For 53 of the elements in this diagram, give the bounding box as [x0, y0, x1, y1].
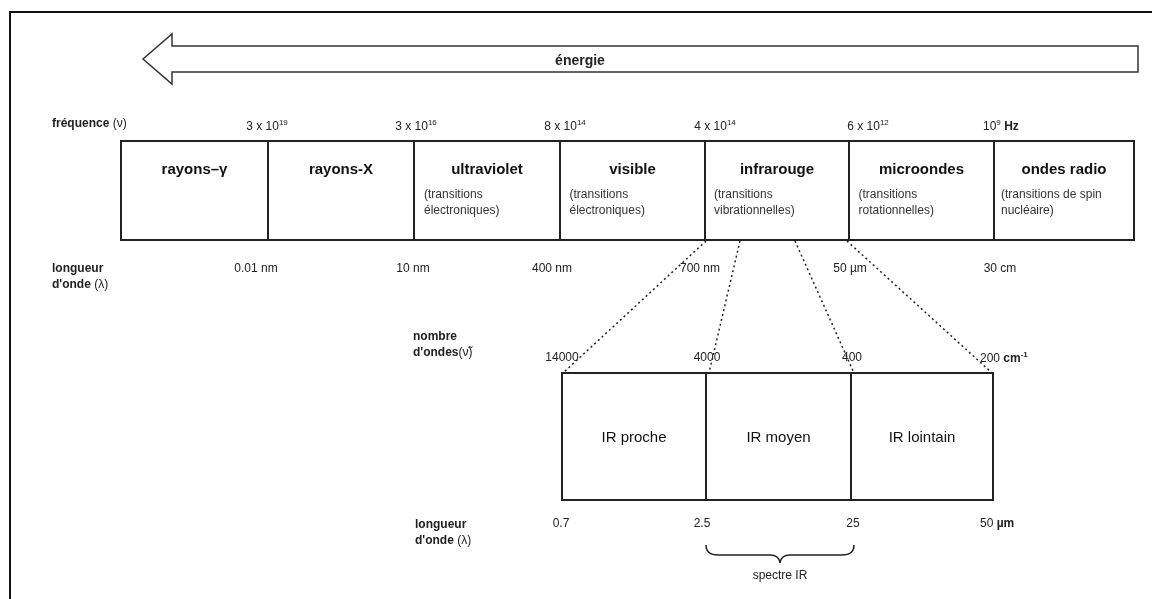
tick-value: 10$^{9}$ Hz [983, 118, 1019, 133]
tick-value: 30 cm [983, 261, 1017, 275]
tick-value: 14000 [545, 350, 579, 364]
spectrum-band-box [993, 140, 1135, 241]
tick-value: 10 nm [396, 261, 430, 275]
bracket-label: spectre IR [752, 568, 808, 582]
spectrum-band-box [704, 140, 850, 241]
tick-value: 400 nm [532, 261, 572, 275]
tick-value: 6 x 10$^{12}$ [847, 118, 889, 133]
zoom-line [794, 240, 855, 374]
ir-region-box [705, 372, 852, 501]
tick-value: 4000 [693, 350, 721, 364]
band-note: (transitions électroniques) [424, 186, 501, 218]
axis-label: longueur d'onde (λ) [52, 260, 110, 292]
tick-value: 2.5 [693, 516, 711, 530]
band-name: infrarouge [739, 160, 815, 177]
tick-value: 0.7 [552, 516, 570, 530]
zoom-line [562, 240, 707, 374]
tick-value: 0.01 nm [234, 261, 278, 275]
band-name: ondes radio [1021, 160, 1107, 177]
tick-value: 50 µm [980, 516, 1015, 530]
tick-value: 400 [842, 350, 862, 364]
axis-label: nombre d'ondes(ν̃) [413, 328, 474, 360]
tick-value: 50 µm [833, 261, 867, 275]
tick-value: 3 x 10$^{16}$ [395, 118, 437, 133]
band-note: (transitions électroniques) [569, 186, 646, 218]
spectrum-band-box [120, 140, 269, 241]
band-note: (transitions vibrationnelles) [714, 186, 796, 218]
band-note: (transitions rotationnelles) [858, 186, 935, 218]
tick-value: 200 cm$^{-1}$ [980, 350, 1028, 365]
band-name: IR moyen [746, 428, 811, 445]
band-name: rayons–γ [161, 160, 228, 177]
axis-label: fréquence (ν) [52, 116, 127, 130]
band-name: IR proche [601, 428, 667, 445]
spectrum-band-box [413, 140, 561, 241]
band-name: microondes [879, 160, 964, 177]
spectrum-band-box [559, 140, 706, 241]
tick-value: 4 x 10$^{14}$ [694, 118, 736, 133]
axis-label: longueur d'onde (λ) [415, 516, 473, 548]
band-name: IR lointain [888, 428, 956, 445]
tick-value: 700 nm [680, 261, 720, 275]
ir-region-box [850, 372, 994, 501]
ir-region-box [561, 372, 707, 501]
tick-value: 25 [846, 516, 860, 530]
band-note: (transitions de spin nucléaire) [1001, 186, 1103, 218]
spectrum-band-box [848, 140, 995, 241]
band-name: rayons-X [308, 160, 374, 177]
band-name: ultraviolet [451, 160, 523, 177]
tick-value: 3 x 10$^{19}$ [246, 118, 288, 133]
band-name: visible [609, 160, 656, 177]
spectrum-band-box [267, 140, 415, 241]
tick-value: 8 x 10$^{14}$ [544, 118, 586, 133]
arrow-label: énergie [555, 52, 605, 68]
